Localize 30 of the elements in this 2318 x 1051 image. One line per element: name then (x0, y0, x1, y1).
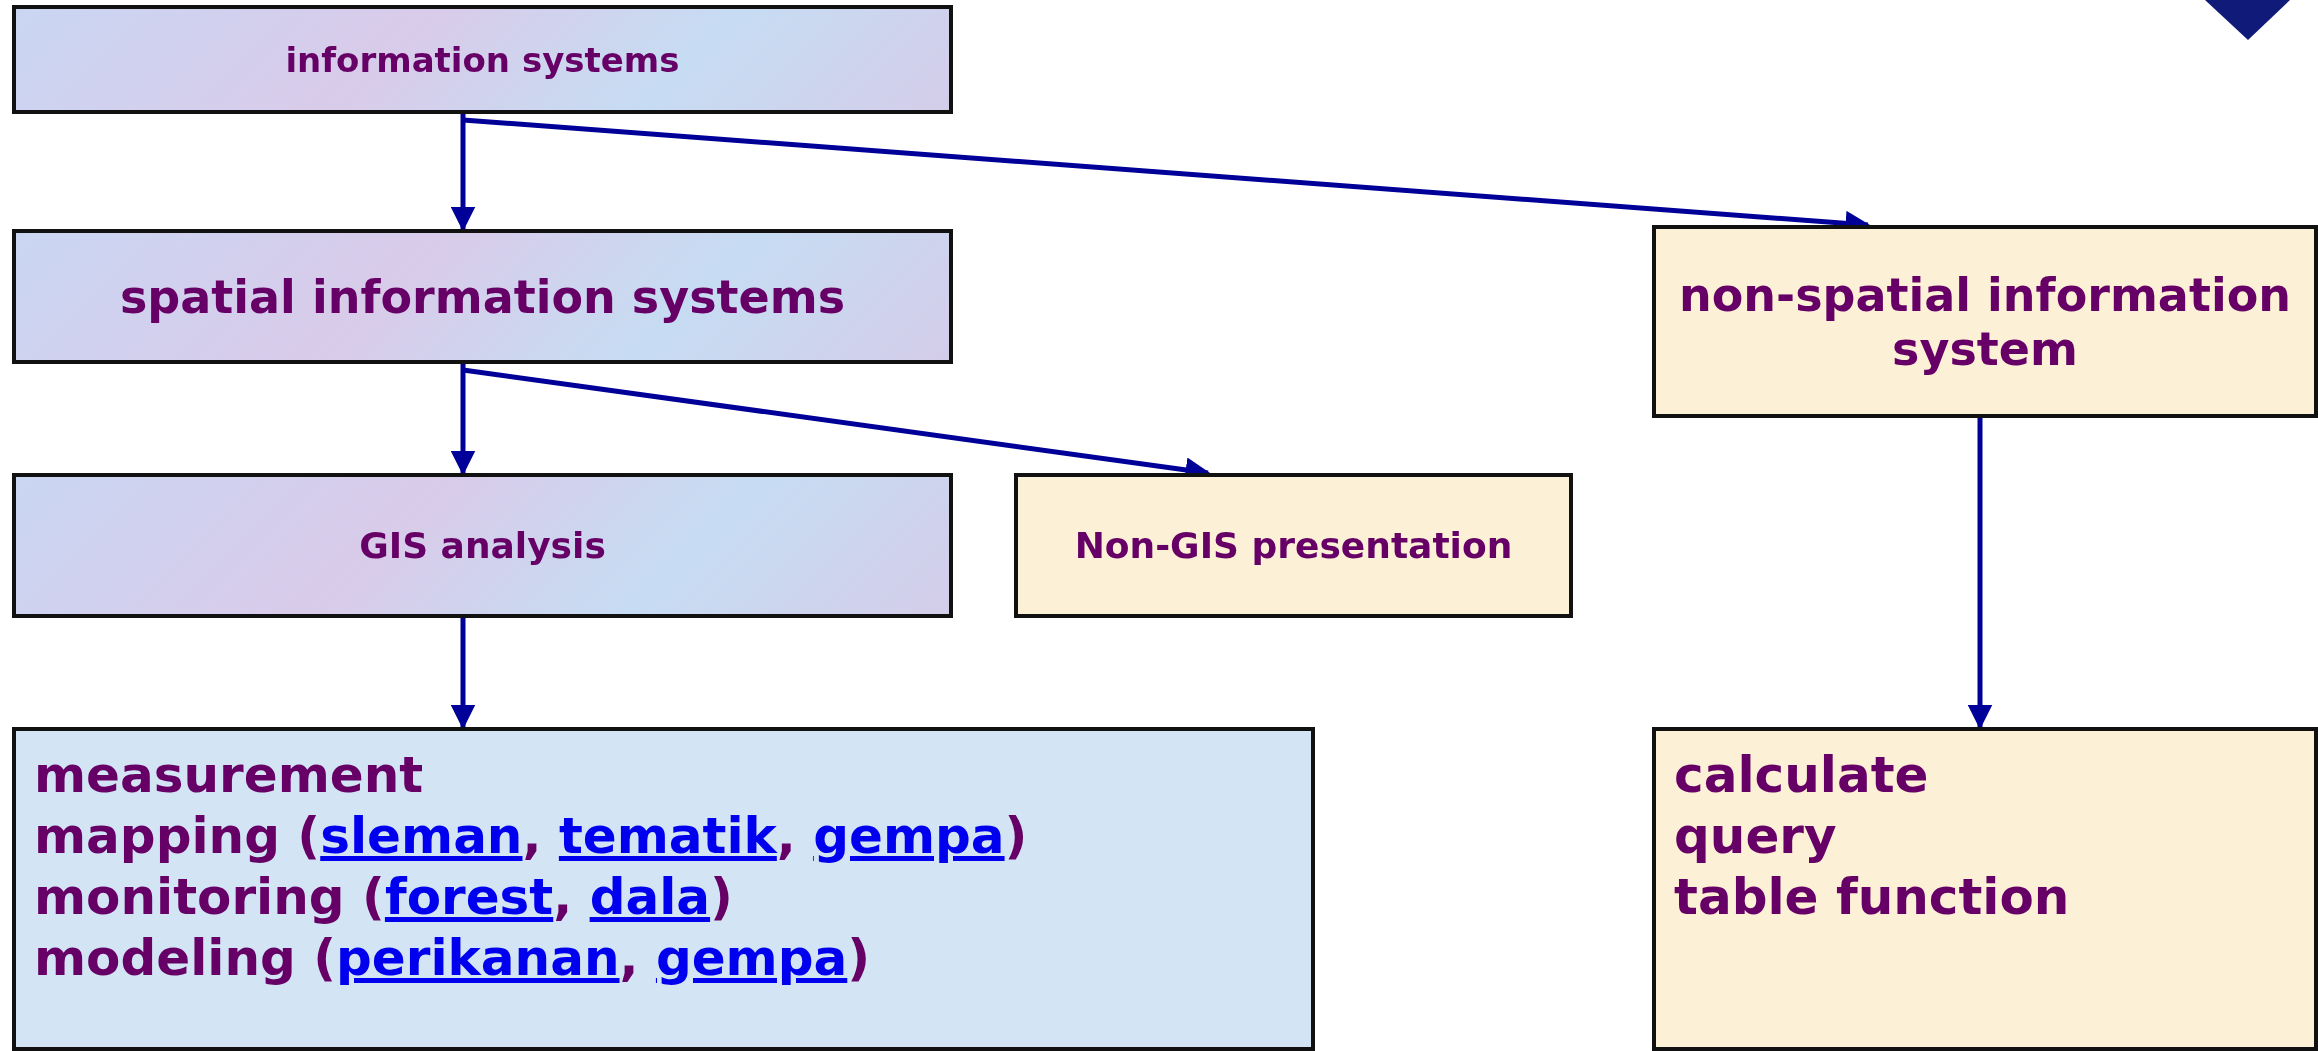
process-box (12, 727, 1315, 1051)
link: sleman (320, 807, 523, 865)
list-item: measurement (34, 745, 425, 806)
link: gempa (655, 929, 848, 987)
link: forest (384, 868, 554, 926)
process-box (1014, 473, 1573, 618)
arrow (1967, 418, 1993, 730)
box-label: non-spatial information system (1678, 267, 2292, 376)
link: perikanan (336, 929, 620, 987)
list-item: modeling (perikanan, gempa) (34, 928, 872, 989)
process-box (1652, 727, 2318, 1051)
list-item: table function (1674, 867, 2071, 928)
link: gempa (813, 807, 1005, 865)
arrow (450, 364, 476, 476)
process-box (1652, 225, 2318, 418)
box-label: spatial information systems (119, 269, 846, 324)
box-label: Non-GIS presentation (1074, 525, 1513, 566)
arrow (450, 618, 476, 730)
process-box (12, 473, 953, 618)
link: dala (589, 868, 711, 926)
process-box (12, 229, 953, 364)
arrow (450, 114, 476, 232)
link: tematik (558, 807, 777, 865)
box-label: GIS analysis (359, 525, 606, 566)
process-box (12, 5, 953, 114)
list-item: mapping (sleman, tematik, gempa) (34, 806, 1029, 867)
list-item: monitoring (forest, dala) (34, 867, 734, 928)
list-item: query (1674, 806, 1838, 867)
list-item: calculate (1674, 745, 1930, 806)
box-label: information systems (285, 39, 680, 80)
